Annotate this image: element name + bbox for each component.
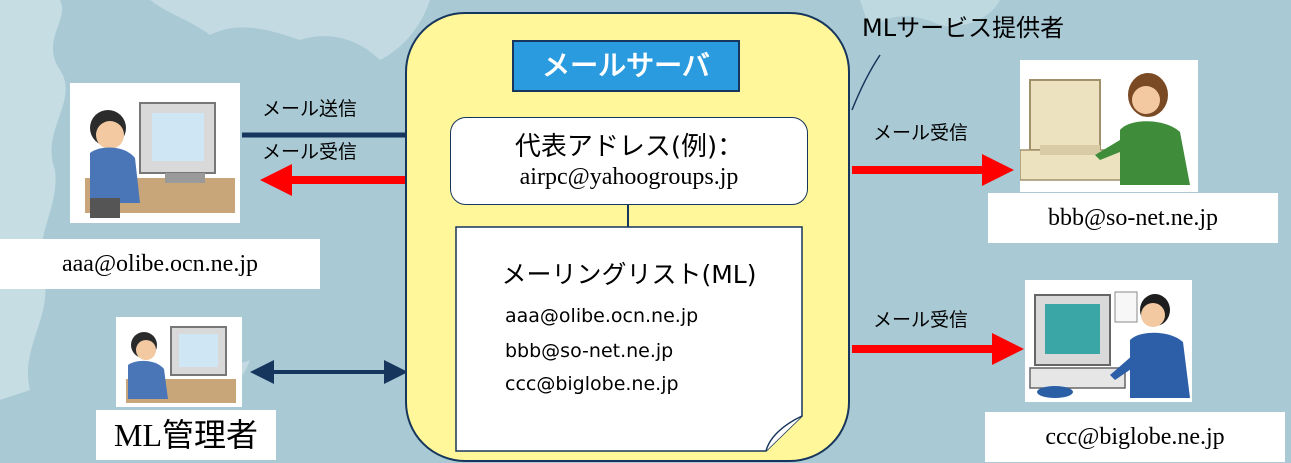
recipient-2-receive-label: メール受信 [873,309,969,331]
server-title: メールサーバ [512,40,740,92]
map-coast-right [860,0,1000,30]
recipient-1-address: bbb@so-net.ne.jp [988,193,1278,243]
connector-line [627,205,629,228]
recipient-1-receive-label: メール受信 [873,122,969,144]
recipient-1-picture [1019,60,1198,192]
man-at-computer-icon [1025,280,1192,402]
sender-address: aaa@olibe.ocn.ne.jp [0,239,320,289]
recipient-2-picture [1025,280,1192,402]
provider-callout-line [851,54,881,111]
person-at-computer-icon [116,317,242,407]
woman-at-computer-icon [1019,60,1198,192]
representative-address-box [450,117,808,205]
mailing-list-title: メーリングリスト(ML) [501,260,757,289]
representative-address: airpc@yahoogroups.jp [519,164,739,190]
representative-address-label: 代表アドレス(例)： [514,132,744,162]
ml-member-2: bbb@so-net.ne.jp [505,340,674,362]
mailing-list-box [455,226,803,452]
map-landmass-left [0,0,66,400]
recipient-2-address: ccc@biglobe.ne.jp [985,412,1285,462]
provider-label: MLサービス提供者 [862,14,1065,42]
admin-label: ML管理者 [96,410,276,460]
map-landmass-center [150,0,430,60]
sender-picture [70,83,240,223]
admin-picture [116,317,242,407]
ml-member-1: aaa@olibe.ocn.ne.jp [505,305,699,327]
ml-member-3: ccc@biglobe.ne.jp [505,373,679,395]
person-at-computer-icon [70,83,240,223]
sender-receive-label: メール受信 [262,141,358,163]
send-label: メール送信 [262,98,358,120]
